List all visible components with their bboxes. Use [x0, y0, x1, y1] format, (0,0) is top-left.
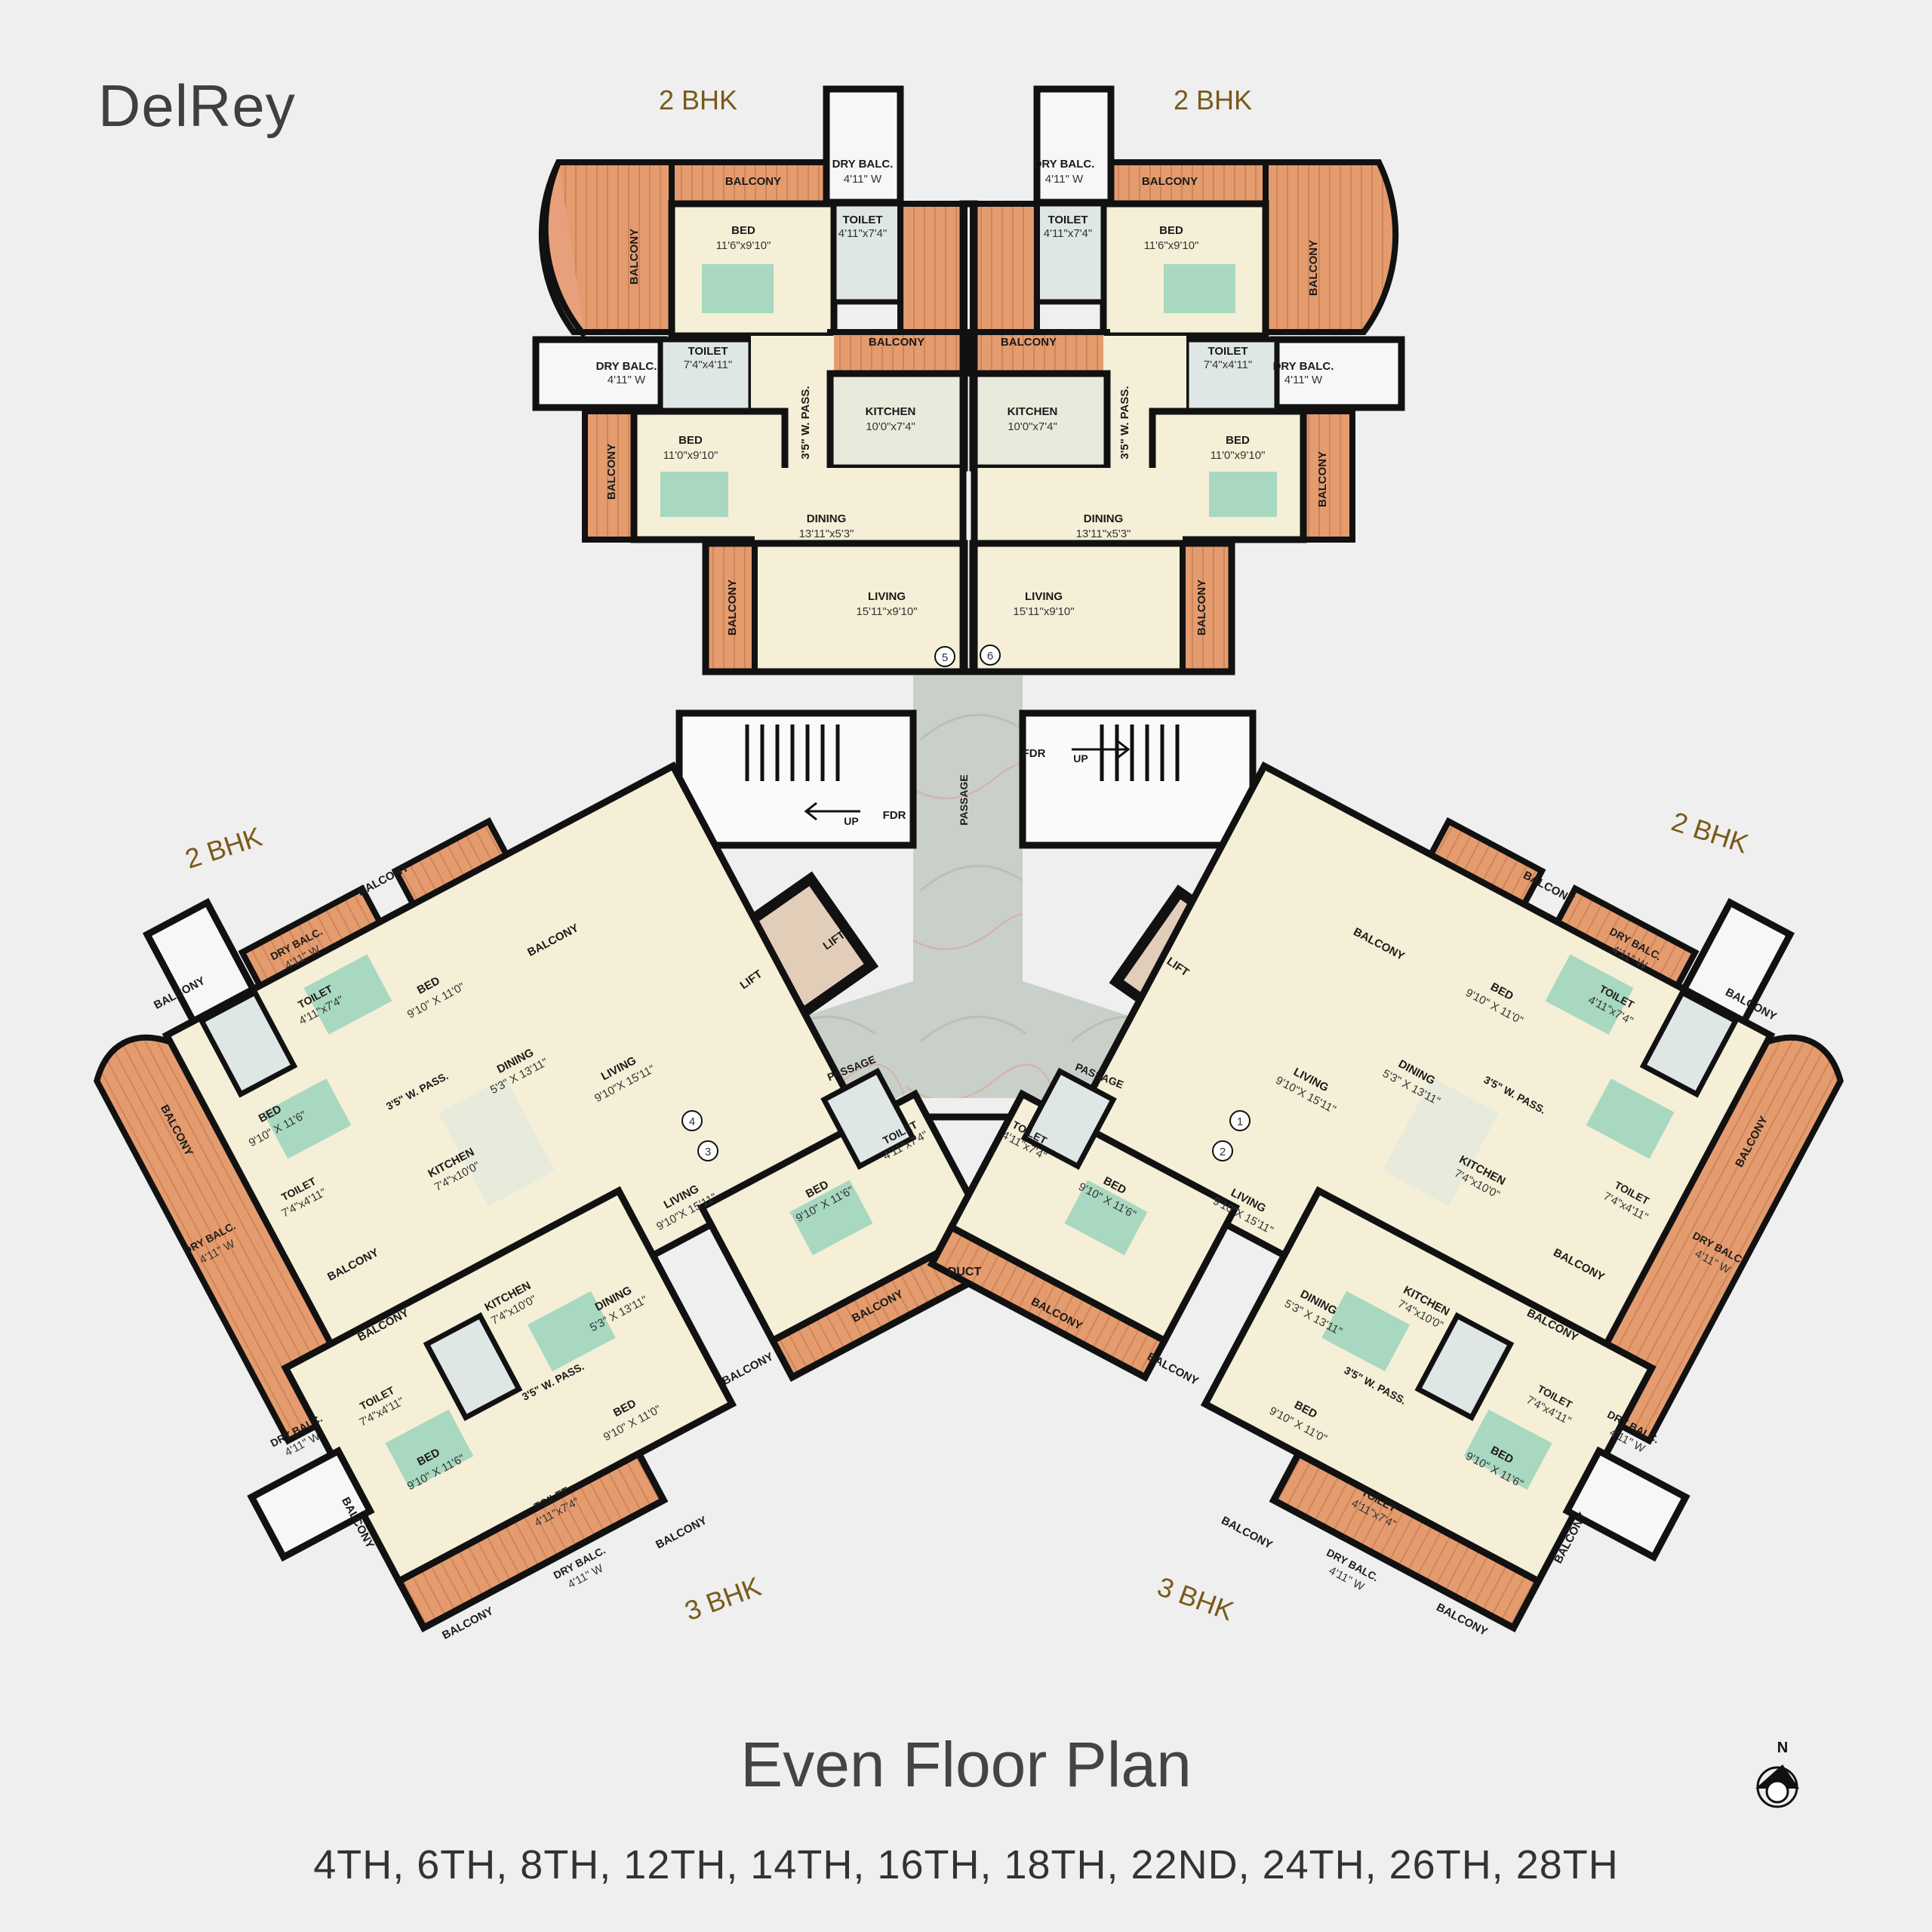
label-balcony: BALCONY: [628, 229, 641, 285]
label-balcony: BALCONY: [720, 1350, 775, 1388]
label-kitchen: KITCHEN: [1008, 405, 1058, 418]
plan-title: Even Floor Plan: [740, 1729, 1192, 1800]
label-balcony: BALCONY: [605, 444, 618, 500]
label-kitchen: KITCHEN: [866, 405, 916, 418]
unit-top-left: [532, 85, 969, 675]
right-3bhk-wing: [1200, 1186, 1690, 1633]
dim-dry-balc: 4'11" W: [1045, 173, 1084, 186]
flat-number: 6: [987, 650, 993, 663]
flat-number: 1: [1237, 1115, 1243, 1128]
brand-logo: DelRey: [98, 72, 296, 139]
left-3bhk-wing: [247, 1186, 737, 1633]
label-balcony: BALCONY: [1145, 1350, 1200, 1388]
label-dry-balc: DRY BALC.: [832, 158, 894, 171]
dim-toilet: 4'11"x7'4": [1044, 227, 1092, 240]
dim-dry-balc: 4'11" W: [608, 374, 646, 386]
unit-type-bottom-left: 3 BHK: [681, 1571, 765, 1626]
dim-bed: 11'0"x9'10": [1211, 449, 1266, 462]
label-bed: BED: [1226, 434, 1250, 447]
label-bed: BED: [678, 434, 703, 447]
label-fdr: FDR: [883, 809, 906, 822]
label-dining: DINING: [807, 512, 847, 525]
dim-dining: 13'11"x5'3": [799, 528, 854, 540]
dim-dry-balc: 4'11" W: [1284, 374, 1323, 386]
dim-living: 15'11"x9'10": [1013, 605, 1074, 618]
label-balcony: BALCONY: [726, 580, 739, 635]
flat-number: 4: [689, 1115, 695, 1128]
unit-type-mid-right: 2 BHK: [1668, 806, 1752, 860]
label-balcony: BALCONY: [1195, 580, 1208, 635]
label-w-pass: 3'5" W. PASS.: [1118, 386, 1131, 459]
flat-number-markers: 5 6 4 3 1 2: [681, 645, 1251, 1161]
unit-type-mid-left: 2 BHK: [181, 821, 266, 875]
dim-living: 15'11"x9'10": [856, 605, 917, 618]
dim-toilet: 7'4"x4'11": [684, 358, 732, 371]
label-living: LIVING: [868, 590, 906, 603]
label-dining: DINING: [1084, 512, 1124, 525]
unit-type-top-right: 2 BHK: [1174, 85, 1252, 115]
unit-type-top-left: 2 BHK: [659, 85, 737, 115]
flat-number: 3: [705, 1146, 711, 1158]
label-balcony: BALCONY: [725, 175, 781, 188]
dim-bed: 11'0"x9'10": [663, 449, 718, 462]
label-balcony: BALCONY: [1001, 336, 1057, 349]
label-up: UP: [844, 815, 858, 827]
label-duct: DUCT: [948, 1266, 982, 1278]
label-balcony: BALCONY: [1316, 451, 1329, 507]
label-living: LIVING: [1025, 590, 1063, 603]
label-dry-balc: DRY BALC.: [1034, 158, 1095, 171]
dim-toilet: 7'4"x4'11": [1204, 358, 1252, 371]
dim-dining: 13'11"x5'3": [1076, 528, 1131, 540]
label-bed: BED: [731, 224, 755, 237]
label-up: UP: [1073, 752, 1088, 764]
flat-number: 2: [1220, 1146, 1226, 1158]
compass-label: N: [1777, 1740, 1788, 1756]
label-toilet: TOILET: [1208, 345, 1247, 358]
dim-kitchen: 10'0"x7'4": [1008, 420, 1057, 433]
label-balcony: BALCONY: [1142, 175, 1198, 188]
dim-toilet: 4'11"x7'4": [838, 227, 887, 240]
label-fdr: FDR: [1023, 747, 1046, 760]
label-w-pass: 3'5" W. PASS.: [799, 386, 812, 459]
label-balcony: BALCONY: [1307, 240, 1320, 296]
north-compass-icon: N: [1755, 1740, 1799, 1808]
floor-list: 4TH, 6TH, 8TH, 12TH, 14TH, 16TH, 18TH, 2…: [313, 1842, 1619, 1887]
label-passage: PASSAGE: [958, 774, 970, 825]
label-balcony: BALCONY: [869, 336, 924, 349]
label-balcony: BALCONY: [654, 1514, 709, 1552]
dim-kitchen: 10'0"x7'4": [866, 420, 915, 433]
flat-number: 5: [942, 651, 948, 664]
unit-type-bottom-right: 3 BHK: [1153, 1571, 1238, 1626]
label-balcony: BALCONY: [1219, 1514, 1274, 1552]
label-toilet: TOILET: [842, 214, 882, 226]
label-dry-balc: DRY BALC.: [596, 360, 657, 373]
dim-dry-balc: 4'11" W: [844, 173, 882, 186]
dim-bed: 11'6"x9'10": [1144, 239, 1199, 252]
label-dry-balc: DRY BALC.: [1273, 360, 1334, 373]
label-toilet: TOILET: [688, 345, 728, 358]
top-block: [532, 85, 1405, 675]
label-bed: BED: [1159, 224, 1183, 237]
label-toilet: TOILET: [1048, 214, 1088, 226]
unit-top-right: [968, 85, 1405, 675]
dim-bed: 11'6"x9'10": [716, 239, 771, 252]
